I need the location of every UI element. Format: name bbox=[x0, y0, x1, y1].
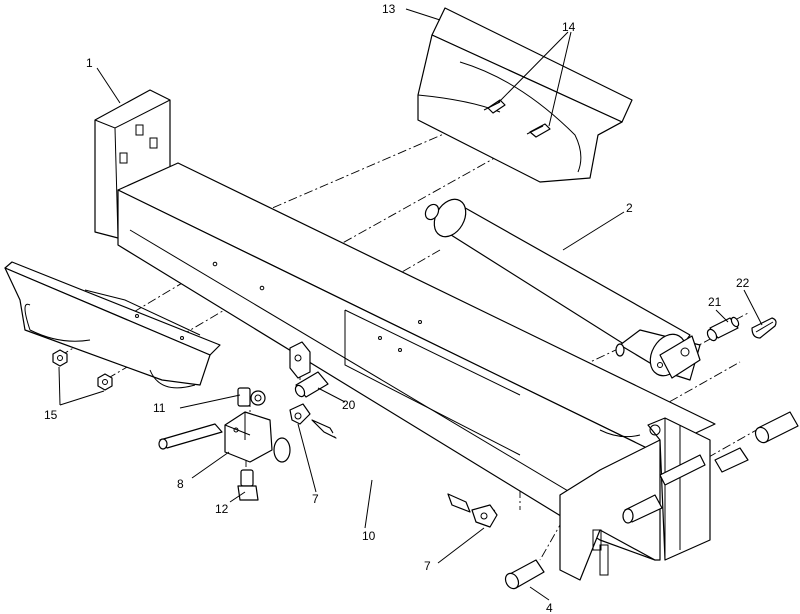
callout-14: 14 bbox=[562, 20, 576, 34]
callout-7-upper: 7 bbox=[312, 492, 319, 506]
part-15-nuts bbox=[52, 349, 113, 391]
part-22-cotter-pin bbox=[751, 317, 777, 339]
part-7-elbow-lower bbox=[471, 504, 498, 528]
part-10-hose bbox=[311, 419, 471, 513]
part-21-clevis-pin bbox=[706, 316, 740, 342]
callout-8: 8 bbox=[177, 477, 184, 491]
callout-7-lower: 7 bbox=[424, 559, 431, 573]
callout-21: 21 bbox=[708, 295, 722, 309]
callout-22: 22 bbox=[736, 276, 750, 290]
callout-10: 10 bbox=[362, 529, 376, 543]
callout-4: 4 bbox=[546, 601, 553, 614]
part-2-hydraulic-cylinder bbox=[424, 198, 701, 381]
part-4-pins bbox=[504, 411, 799, 590]
leader-lines bbox=[58, 8, 763, 601]
part-13-top-bracket bbox=[417, 7, 633, 183]
callout-15: 15 bbox=[44, 408, 58, 422]
callout-20: 20 bbox=[342, 398, 356, 412]
callout-12: 12 bbox=[215, 502, 229, 516]
right-pins bbox=[622, 447, 749, 524]
right-upright-bracket bbox=[559, 417, 711, 581]
callout-13: 13 bbox=[382, 2, 396, 16]
part-7-elbow-upper bbox=[289, 403, 311, 425]
callout-labels: 1 2 4 7 7 8 10 11 12 13 14 15 20 21 22 bbox=[44, 2, 750, 614]
part-14-bolts bbox=[483, 99, 551, 138]
callout-2: 2 bbox=[626, 201, 633, 215]
callout-11: 11 bbox=[153, 401, 166, 415]
part-11-fitting bbox=[237, 387, 266, 407]
main-beam bbox=[117, 162, 716, 561]
callout-1: 1 bbox=[86, 56, 93, 70]
part-8-control-valve bbox=[158, 411, 291, 463]
part-20-spacer bbox=[294, 371, 329, 398]
part-12-elbow bbox=[237, 469, 259, 501]
mount-block bbox=[289, 341, 311, 379]
left-channel-bracket bbox=[4, 261, 221, 389]
